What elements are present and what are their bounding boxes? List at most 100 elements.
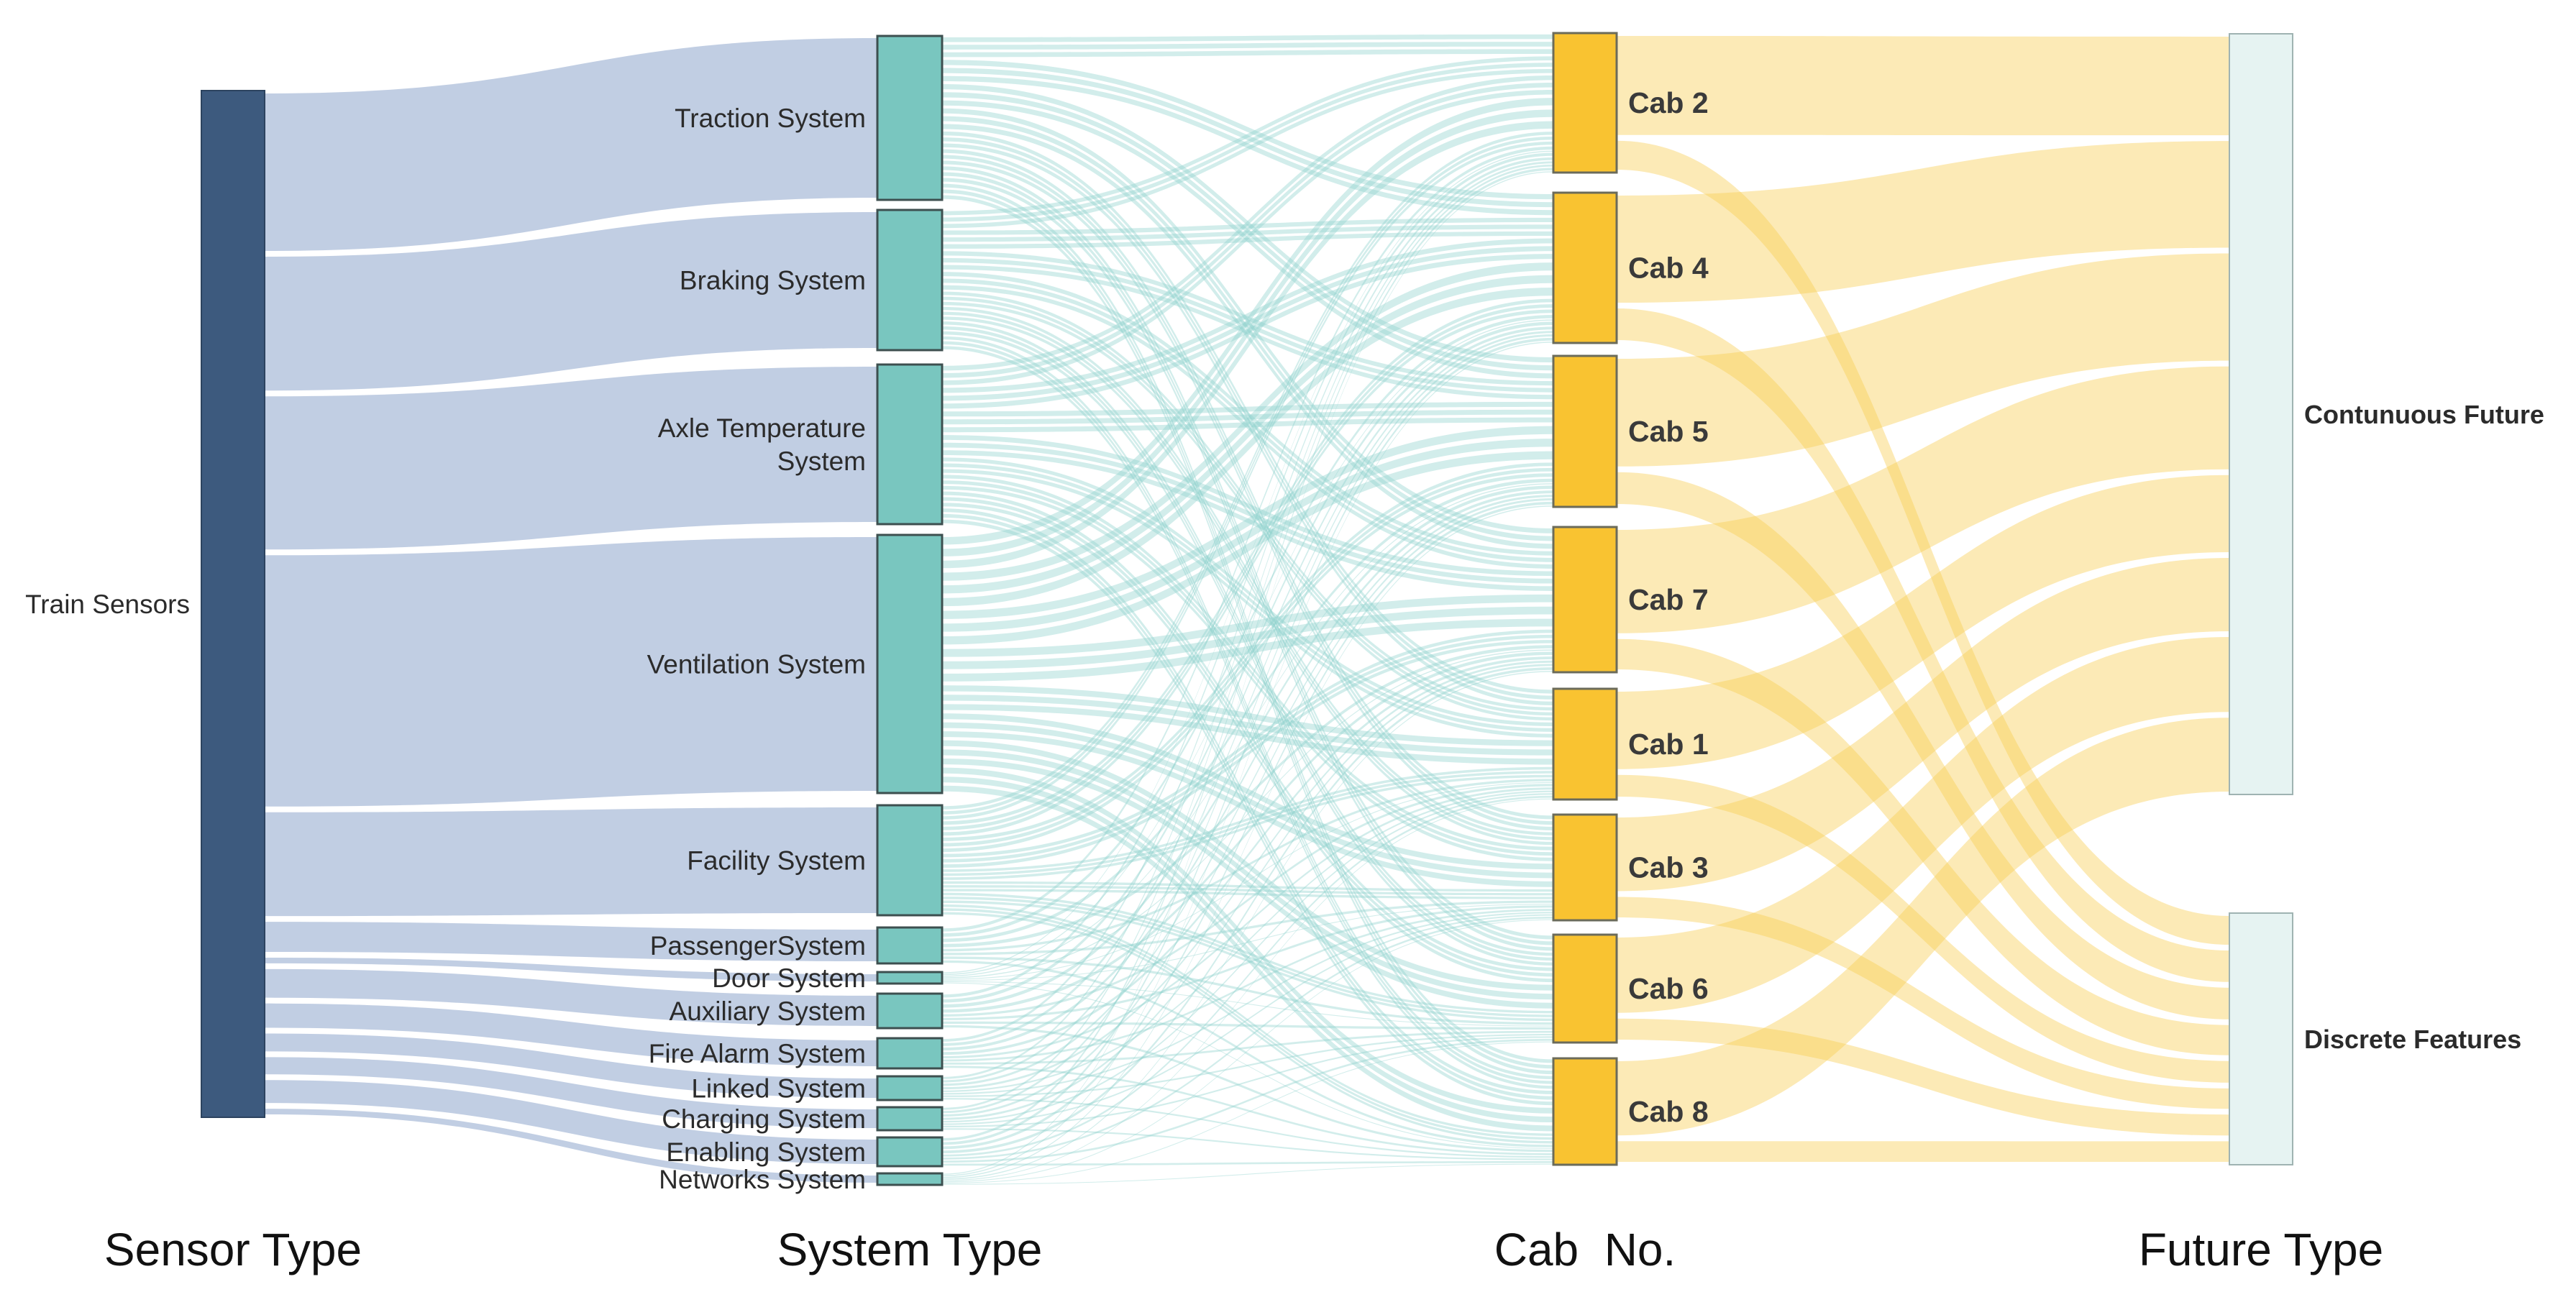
flow-ribbon xyxy=(942,1041,1553,1184)
flow-ribbon xyxy=(942,246,1553,401)
flow-ribbon xyxy=(942,900,1553,1022)
label-facility-system: Facility System xyxy=(687,846,866,875)
flow-ribbon xyxy=(942,42,1553,50)
flow-ribbon xyxy=(942,909,1553,1062)
flow-ribbon xyxy=(942,124,1553,549)
flow-ribbon xyxy=(942,1066,1553,1155)
node-cab-7 xyxy=(1552,526,1618,674)
node-contunuous-future xyxy=(2229,33,2293,795)
flow-ribbon xyxy=(942,473,1553,852)
flow-ribbon xyxy=(942,75,1553,216)
flow-ribbon xyxy=(942,251,1553,386)
node-cab-6 xyxy=(1552,933,1618,1044)
flow-ribbon xyxy=(942,69,1553,229)
flow-ribbon xyxy=(942,334,1553,1114)
label-door-system: Door System xyxy=(712,963,866,993)
flow-ribbon xyxy=(265,1057,877,1128)
flow-ribbon xyxy=(942,749,1553,1000)
flow-ribbon xyxy=(1617,140,2229,945)
flow-ribbon xyxy=(942,98,1553,545)
flow-ribbon xyxy=(942,331,1553,1083)
flow-ribbon xyxy=(942,409,1553,425)
flow-ribbon xyxy=(942,321,1553,956)
flow-ribbon xyxy=(942,704,1553,765)
flow-ribbon xyxy=(942,451,1553,645)
flow-ribbon xyxy=(942,63,1553,222)
flow-ribbon xyxy=(942,912,1553,1095)
nodes-layer xyxy=(201,32,2293,1186)
label-cab-2: Cab 2 xyxy=(1628,86,1709,119)
flow-ribbon xyxy=(942,155,1553,825)
flow-ribbon xyxy=(942,254,1553,409)
flow-ribbon xyxy=(942,519,1553,1106)
flow-ribbon xyxy=(265,537,877,807)
flow-ribbon xyxy=(942,298,1553,825)
flow-ribbon xyxy=(942,435,1553,577)
flow-ribbon xyxy=(942,671,1553,1180)
flow-ribbon xyxy=(942,1160,1553,1166)
flow-ribbon xyxy=(942,109,1553,556)
label-cab-3: Cab 3 xyxy=(1628,851,1709,884)
flow-ribbon xyxy=(942,442,1553,584)
flow-ribbon xyxy=(942,296,1553,716)
flow-ribbon xyxy=(942,288,1553,607)
flow-ribbon xyxy=(942,172,1553,945)
flow-ribbon xyxy=(942,450,1553,591)
flow-ribbon xyxy=(942,483,1553,977)
label-cab-1: Cab 1 xyxy=(1628,728,1709,761)
flow-ribbon xyxy=(942,178,1553,951)
flow-ribbon xyxy=(1617,366,2229,633)
flow-ribbon xyxy=(942,306,1553,835)
flow-ribbon xyxy=(942,505,1553,1178)
label-train-sensors: Train Sensors xyxy=(25,590,190,619)
flow-ribbon xyxy=(942,912,1553,1144)
flow-ribbon xyxy=(942,766,1553,872)
flow-ribbon xyxy=(942,116,1553,541)
flow-ribbon xyxy=(942,309,1553,836)
node-discrete-features xyxy=(2229,912,2293,1165)
flow-ribbon xyxy=(942,417,1553,433)
label-cab-8: Cab 8 xyxy=(1628,1095,1709,1128)
flow-ribbon xyxy=(942,503,1553,983)
flow-ribbon xyxy=(942,56,1553,216)
flow-ribbon xyxy=(1617,1141,2229,1162)
flow-ribbon xyxy=(942,889,1553,899)
flow-ribbon xyxy=(942,346,1553,1089)
flow-ribbon xyxy=(942,1030,1553,1065)
flow-ribbon xyxy=(942,469,1553,738)
flow-ribbon xyxy=(942,183,1553,1063)
flow-ribbon xyxy=(942,897,1553,1017)
flow-ribbon xyxy=(942,785,1553,1132)
flow-ribbon xyxy=(942,508,1553,1094)
flow-ribbon xyxy=(942,914,1553,1125)
flow-ribbon xyxy=(942,960,1553,1147)
axis-label-future-type: Future Type xyxy=(2139,1224,2383,1275)
label-braking-system: Braking System xyxy=(680,265,866,295)
flow-ribbon xyxy=(942,467,1553,847)
label-discrete-features: Discrete Features xyxy=(2304,1025,2521,1054)
node-enabling-system xyxy=(876,1136,944,1168)
flow-ribbon xyxy=(942,905,1553,1020)
flow-ribbon xyxy=(942,146,1553,932)
flow-ribbon xyxy=(942,640,1553,868)
flow-ribbon xyxy=(942,132,1553,810)
flow-ribbon xyxy=(942,462,1553,841)
flow-ribbon xyxy=(942,311,1553,840)
flow-ribbon xyxy=(942,1128,1553,1160)
flow-ribbon xyxy=(942,275,1553,594)
node-cab-2 xyxy=(1552,32,1618,174)
label-passengersystem: PassengerSystem xyxy=(650,931,866,961)
flow-ribbon xyxy=(942,439,1553,632)
flow-ribbon xyxy=(942,342,1553,1177)
flow-ribbon xyxy=(942,92,1553,371)
flow-ribbon xyxy=(942,137,1553,700)
flow-ribbon xyxy=(942,341,1553,1084)
flow-ribbon xyxy=(942,667,1553,1154)
flow-ribbon xyxy=(942,651,1553,1013)
flow-ribbon xyxy=(1617,718,2229,1136)
flow-ribbon xyxy=(942,238,1553,393)
axis-label-sensor-type: Sensor Type xyxy=(104,1224,362,1275)
flow-ribbon xyxy=(942,278,1553,562)
flow-ribbon xyxy=(265,38,877,252)
